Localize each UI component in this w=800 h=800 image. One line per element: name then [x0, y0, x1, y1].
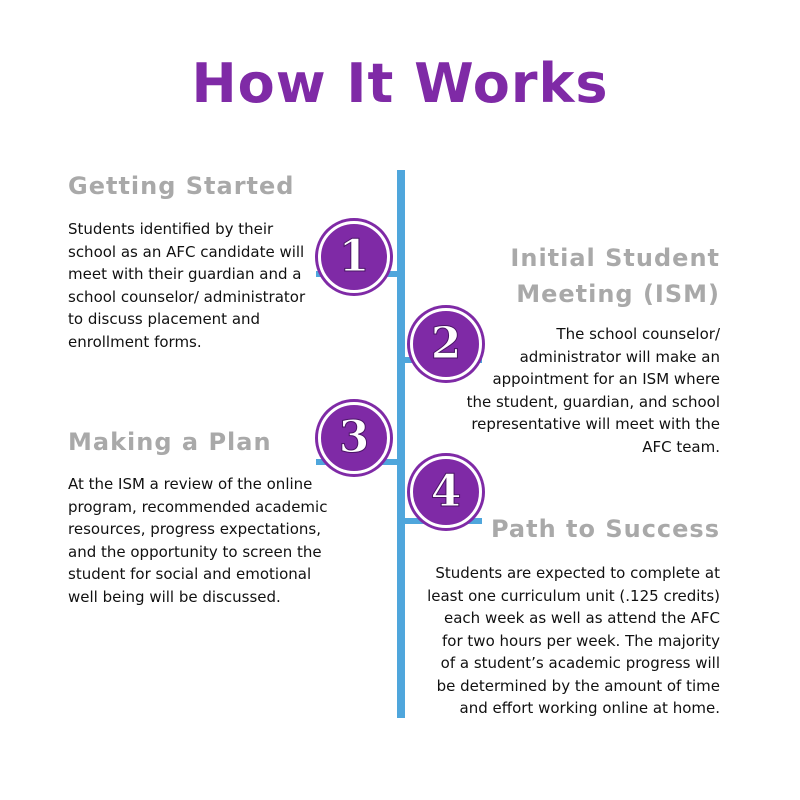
step-3-heading: Making a Plan [68, 428, 272, 456]
step-3-number-badge: 3 [318, 402, 390, 474]
timeline-line [397, 170, 405, 718]
step-4-number-badge: 4 [410, 456, 482, 528]
step-2-heading: Initial Student Meeting (ISM) [510, 244, 720, 308]
step-4-body: Students are expected to complete at lea… [427, 564, 720, 717]
page-title: How It Works [191, 52, 609, 115]
step-3-body: At the ISM a review of the online progra… [68, 475, 328, 606]
step-2-number: 2 [430, 318, 462, 369]
step-3-number: 3 [338, 412, 370, 463]
step-4-number: 4 [430, 466, 462, 517]
step-2-body: The school counselor/ administrator will… [466, 325, 720, 456]
step-1-number-badge: 1 [318, 221, 390, 293]
step-1-number: 1 [338, 231, 370, 282]
step-2-number-badge: 2 [410, 308, 482, 380]
step-4-heading: Path to Success [490, 515, 720, 543]
step-1-body: Students identified by their school as a… [68, 220, 306, 351]
step-1-heading: Getting Started [68, 172, 295, 200]
